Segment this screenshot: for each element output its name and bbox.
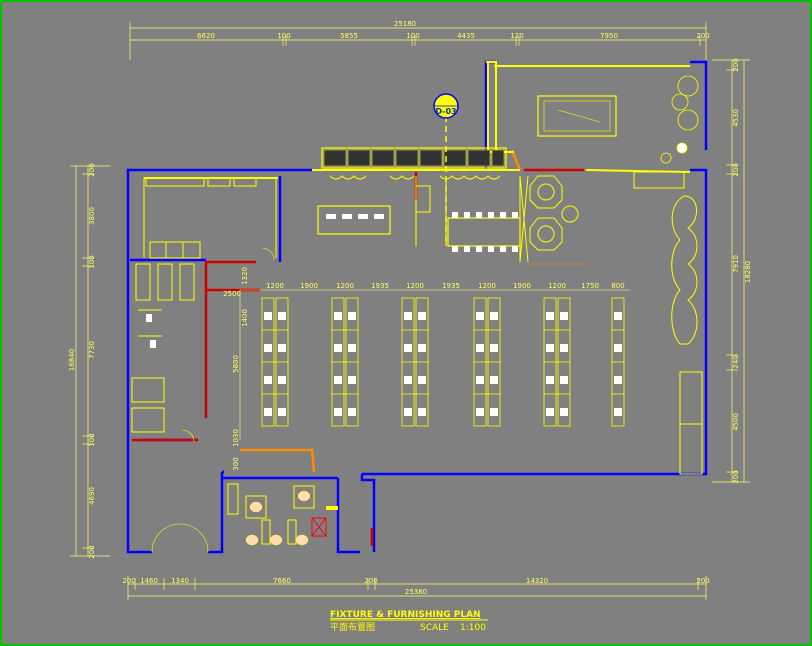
row-dimension-line xyxy=(239,289,630,440)
row-5-chairs xyxy=(546,312,568,416)
top-dim-4: 100 xyxy=(406,32,419,40)
work-counters-left xyxy=(131,263,195,433)
left-dim-2: 3800 xyxy=(88,207,96,225)
bottom-dim-7: 200 xyxy=(696,577,709,585)
top-total-dim: 25180 xyxy=(394,20,416,28)
right-dim-6: 4500 xyxy=(732,413,740,431)
left-dim-7: 200 xyxy=(88,545,96,558)
row-dim-12: 800 xyxy=(611,282,624,290)
right-dim-1: 200 xyxy=(732,58,740,71)
row-6 xyxy=(611,297,625,427)
top-dim-7: 7950 xyxy=(600,32,618,40)
workstation-rows xyxy=(261,297,625,427)
workstation-chairs xyxy=(264,312,622,416)
building-walls xyxy=(126,60,708,554)
right-total-dim: 18280 xyxy=(744,261,752,283)
section-marker xyxy=(433,93,459,246)
duct-lines xyxy=(240,149,522,473)
row-dim-8: 1200 xyxy=(478,282,496,290)
drape-band xyxy=(329,175,501,180)
row-1-chairs xyxy=(264,312,286,416)
row-3 xyxy=(401,297,429,427)
plan-title: FIXTURE & FURNISHING PLAN xyxy=(330,610,481,620)
row-dim-2: 1200 xyxy=(266,282,284,290)
glass-partition xyxy=(415,175,529,263)
row-6-chairs xyxy=(614,312,622,416)
top-dim-5: 4435 xyxy=(457,32,475,40)
meeting-table-right xyxy=(447,212,521,252)
scale-label: SCALE xyxy=(420,623,449,633)
row-3-chairs xyxy=(404,312,426,416)
long-counter xyxy=(321,147,507,169)
row-2-chairs xyxy=(334,312,356,416)
left-dim-1: 200 xyxy=(88,163,96,176)
inner-dim-1: 1320 xyxy=(241,267,249,285)
meeting-table-left xyxy=(317,205,391,235)
toilet-fixtures xyxy=(245,490,311,546)
inner-dim-4: 1030 xyxy=(232,429,240,447)
bottom-dim-1: 200 xyxy=(122,577,135,585)
lounge-chairs xyxy=(660,75,699,164)
left-total-dim: 16840 xyxy=(68,349,76,371)
left-dim-3: 100 xyxy=(88,255,96,268)
row-dim-6: 1200 xyxy=(406,282,424,290)
right-dim-4: 7910 xyxy=(732,255,740,273)
right-dim-5: 240 xyxy=(732,355,740,368)
door-swings xyxy=(151,247,275,553)
restroom-block xyxy=(227,483,327,545)
left-dim-5: 100 xyxy=(88,433,96,446)
row-dim-7: 1935 xyxy=(442,282,460,290)
right-dim-7: 200 xyxy=(732,470,740,483)
plan-title-cn: 平面布置图 xyxy=(330,621,375,633)
bottom-dim-5: 200 xyxy=(364,577,377,585)
scale-value: 1:100 xyxy=(460,623,486,633)
left-chairs xyxy=(146,314,156,348)
meeting-room-outline xyxy=(486,61,690,153)
inner-dim-2: 1400 xyxy=(241,309,249,327)
row-dim-4: 1200 xyxy=(336,282,354,290)
bottom-total-dim: 25380 xyxy=(405,588,427,596)
right-dim-2: 4530 xyxy=(732,109,740,127)
round-tables xyxy=(529,175,579,251)
wall-marker xyxy=(326,506,338,510)
row-dim-5: 1935 xyxy=(371,282,389,290)
row-4 xyxy=(473,297,501,427)
row-4-chairs xyxy=(476,312,498,416)
left-dim-4: 7730 xyxy=(88,341,96,359)
reception-sofa xyxy=(633,171,703,475)
row-1 xyxy=(261,297,289,427)
row-dim-11: 1750 xyxy=(581,282,599,290)
top-dim-6: 120 xyxy=(510,32,523,40)
inner-dim-5: 300 xyxy=(232,457,240,470)
top-dimension-chain xyxy=(129,22,707,60)
top-dim-3: 5855 xyxy=(340,32,358,40)
bottom-dim-3: 1340 xyxy=(171,577,189,585)
row-dim-10: 1200 xyxy=(548,282,566,290)
bottom-dim-6: 14320 xyxy=(526,577,548,585)
bottom-dim-4: 7660 xyxy=(273,577,291,585)
bottom-dim-2: 1460 xyxy=(140,577,158,585)
storage-cabinets xyxy=(143,177,277,259)
left-dimension-chain xyxy=(70,165,110,557)
top-dim-2: 100 xyxy=(277,32,290,40)
row-dim-9: 1900 xyxy=(513,282,531,290)
row-dim-3: 1900 xyxy=(300,282,318,290)
inner-dim-3: 5800 xyxy=(232,355,240,373)
row-5 xyxy=(543,297,571,427)
section-tag-label: D-03 xyxy=(435,107,456,116)
row-2 xyxy=(331,297,359,427)
pool-table xyxy=(537,95,617,137)
right-dim-3: 200 xyxy=(732,163,740,176)
top-dim-1: 6620 xyxy=(197,32,215,40)
row-dim-1: 2500 xyxy=(223,290,241,298)
bottom-dimension-chain xyxy=(127,576,707,600)
left-dim-6: 4690 xyxy=(88,487,96,505)
top-dim-8: 200 xyxy=(696,32,709,40)
right-dimension-chain xyxy=(712,59,750,483)
